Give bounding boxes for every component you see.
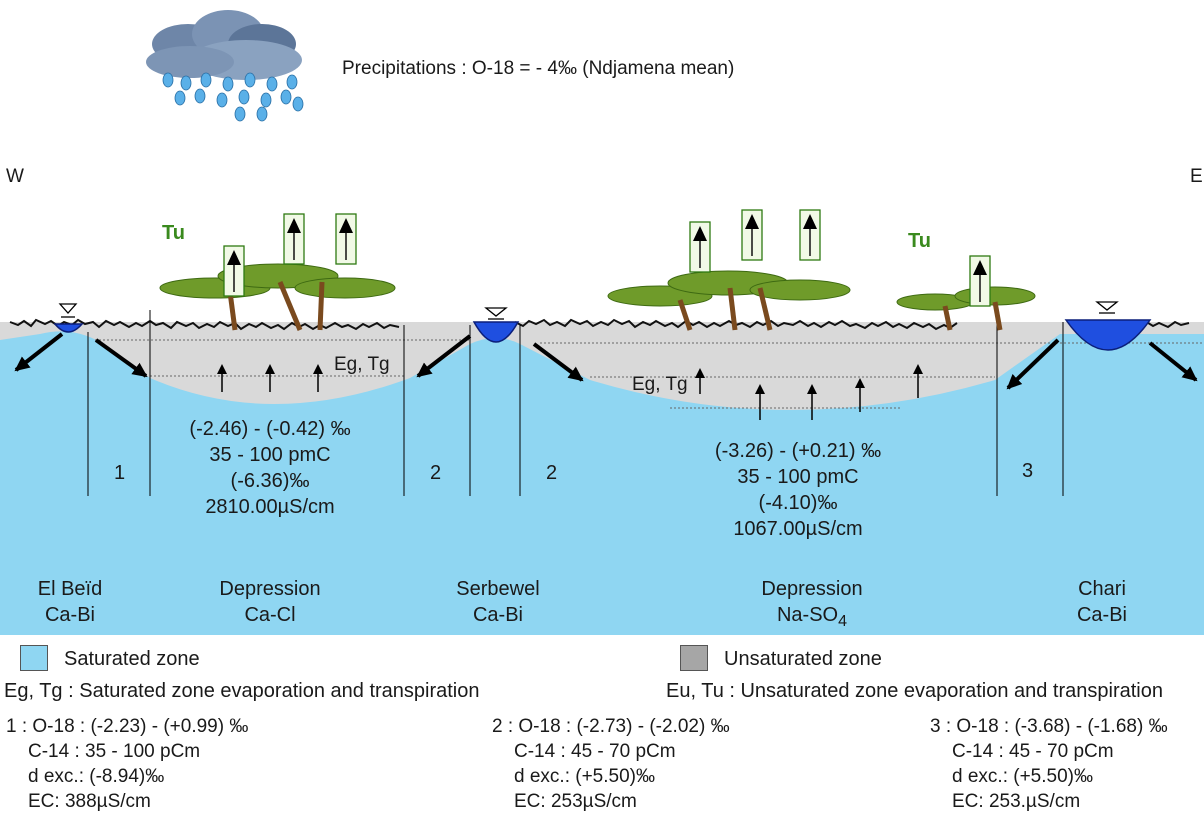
- depression-right-data: (-3.26) - (+0.21) ‰ 35 - 100 pmC (-4.10)…: [698, 438, 898, 542]
- depression-left-ec: 2810.00µS/cm: [205, 496, 335, 518]
- saturated-swatch: [20, 645, 48, 671]
- rain-cloud-icon: [146, 10, 304, 122]
- depression-right-dexc: (-4.10)‰: [758, 492, 838, 514]
- river-chari: [1064, 319, 1152, 351]
- zone-2-details: 2 : O-18 : (-2.73) - (-2.02) ‰ C-14 : 45…: [492, 714, 730, 814]
- depression-left-c14: 35 - 100 pmC: [209, 444, 331, 466]
- zone-c14: C-14 : 35 - 100 pCm: [28, 741, 201, 762]
- site-facies: Ca-Bi: [44, 604, 95, 626]
- zone-dexc: d exc.: (-8.94)‰: [28, 766, 165, 787]
- precipitation-label: Precipitations : O-18 = - 4‰ (Ndjamena m…: [342, 58, 735, 79]
- depression-right-c14: 35 - 100 pmC: [737, 466, 859, 488]
- zone-number: 2: [430, 462, 442, 484]
- eg-tg-label-left: Eg, Tg: [334, 354, 390, 375]
- flow-arrow-icon: [14, 332, 1198, 390]
- tu-label-left: Tu: [162, 222, 185, 244]
- site-chari: Chari Ca-Bi: [1052, 576, 1152, 628]
- site-facies: Ca-Cl: [244, 604, 296, 626]
- site-depression-right: Depression Na-SO4: [742, 576, 882, 635]
- water-table-icon: [58, 301, 1119, 320]
- site-name: Chari: [1078, 578, 1126, 600]
- eu-tu-definition: Eu, Tu : Unsaturated zone evaporation an…: [666, 680, 1163, 702]
- zone-o18: 2 : O-18 : (-2.73) - (-2.02) ‰: [492, 716, 730, 737]
- evaporation-arrows: [217, 364, 923, 420]
- depression-left-o18: (-2.46) - (-0.42) ‰: [189, 418, 351, 440]
- unsaturated-legend-label: Unsaturated zone: [724, 648, 882, 670]
- site-name: Depression: [219, 578, 321, 600]
- eg-tg-definition: Eg, Tg : Saturated zone evaporation and …: [4, 680, 480, 702]
- west-label: W: [6, 166, 24, 187]
- zone-1-details: 1 : O-18 : (-2.23) - (+0.99) ‰ C-14 : 35…: [6, 714, 248, 814]
- east-label: E: [1190, 166, 1203, 187]
- zone-number: 2: [546, 462, 558, 484]
- unsaturated-swatch: [680, 645, 708, 671]
- depression-right-o18: (-3.26) - (+0.21) ‰: [714, 440, 882, 462]
- tu-label-right: Tu: [908, 230, 931, 252]
- site-depression-left: Depression Ca-Cl: [200, 576, 340, 628]
- depression-right-ec: 1067.00µS/cm: [733, 518, 863, 540]
- site-facies: Na-SO4: [776, 604, 848, 630]
- zone-c14: C-14 : 45 - 70 pCm: [514, 741, 676, 762]
- site-name: Depression: [761, 578, 863, 600]
- site-facies: Ca-Bi: [1076, 604, 1127, 626]
- eg-tg-label-right: Eg, Tg: [632, 374, 688, 395]
- site-name: El Beïd: [37, 578, 103, 600]
- zone-ec: EC: 388µS/cm: [28, 791, 151, 812]
- zone-boundaries: [87, 310, 1064, 496]
- zone-number: 3: [1022, 460, 1034, 482]
- depression-left-dexc: (-6.36)‰: [230, 470, 310, 492]
- saturated-zone: [0, 331, 1204, 635]
- zone-dexc: d exc.: (+5.50)‰: [514, 766, 655, 787]
- depression-left-data: (-2.46) - (-0.42) ‰ 35 - 100 pmC (-6.36)…: [172, 416, 368, 520]
- site-el-beid: El Beïd Ca-Bi: [10, 576, 130, 628]
- pond-serbewel: [472, 321, 520, 343]
- zone-c14: C-14 : 45 - 70 pCm: [952, 741, 1114, 762]
- site-facies: Ca-Bi: [472, 604, 523, 626]
- pond-el-beid: [53, 323, 84, 333]
- zone-number: 1: [114, 462, 126, 484]
- zone-3-details: 3 : O-18 : (-3.68) - (-1.68) ‰ C-14 : 45…: [930, 714, 1168, 814]
- zone-ec: EC: 253.µS/cm: [952, 791, 1081, 812]
- site-serbewel: Serbewel Ca-Bi: [428, 576, 568, 628]
- zone-o18: 3 : O-18 : (-3.68) - (-1.68) ‰: [930, 716, 1168, 737]
- zone-dexc: d exc.: (+5.50)‰: [952, 766, 1093, 787]
- zone-o18: 1 : O-18 : (-2.23) - (+0.99) ‰: [6, 716, 249, 737]
- site-name: Serbewel: [456, 578, 540, 600]
- zone-ec: EC: 253µS/cm: [514, 791, 637, 812]
- saturated-legend-label: Saturated zone: [64, 648, 200, 670]
- acacia-tree-icon: [159, 263, 1036, 331]
